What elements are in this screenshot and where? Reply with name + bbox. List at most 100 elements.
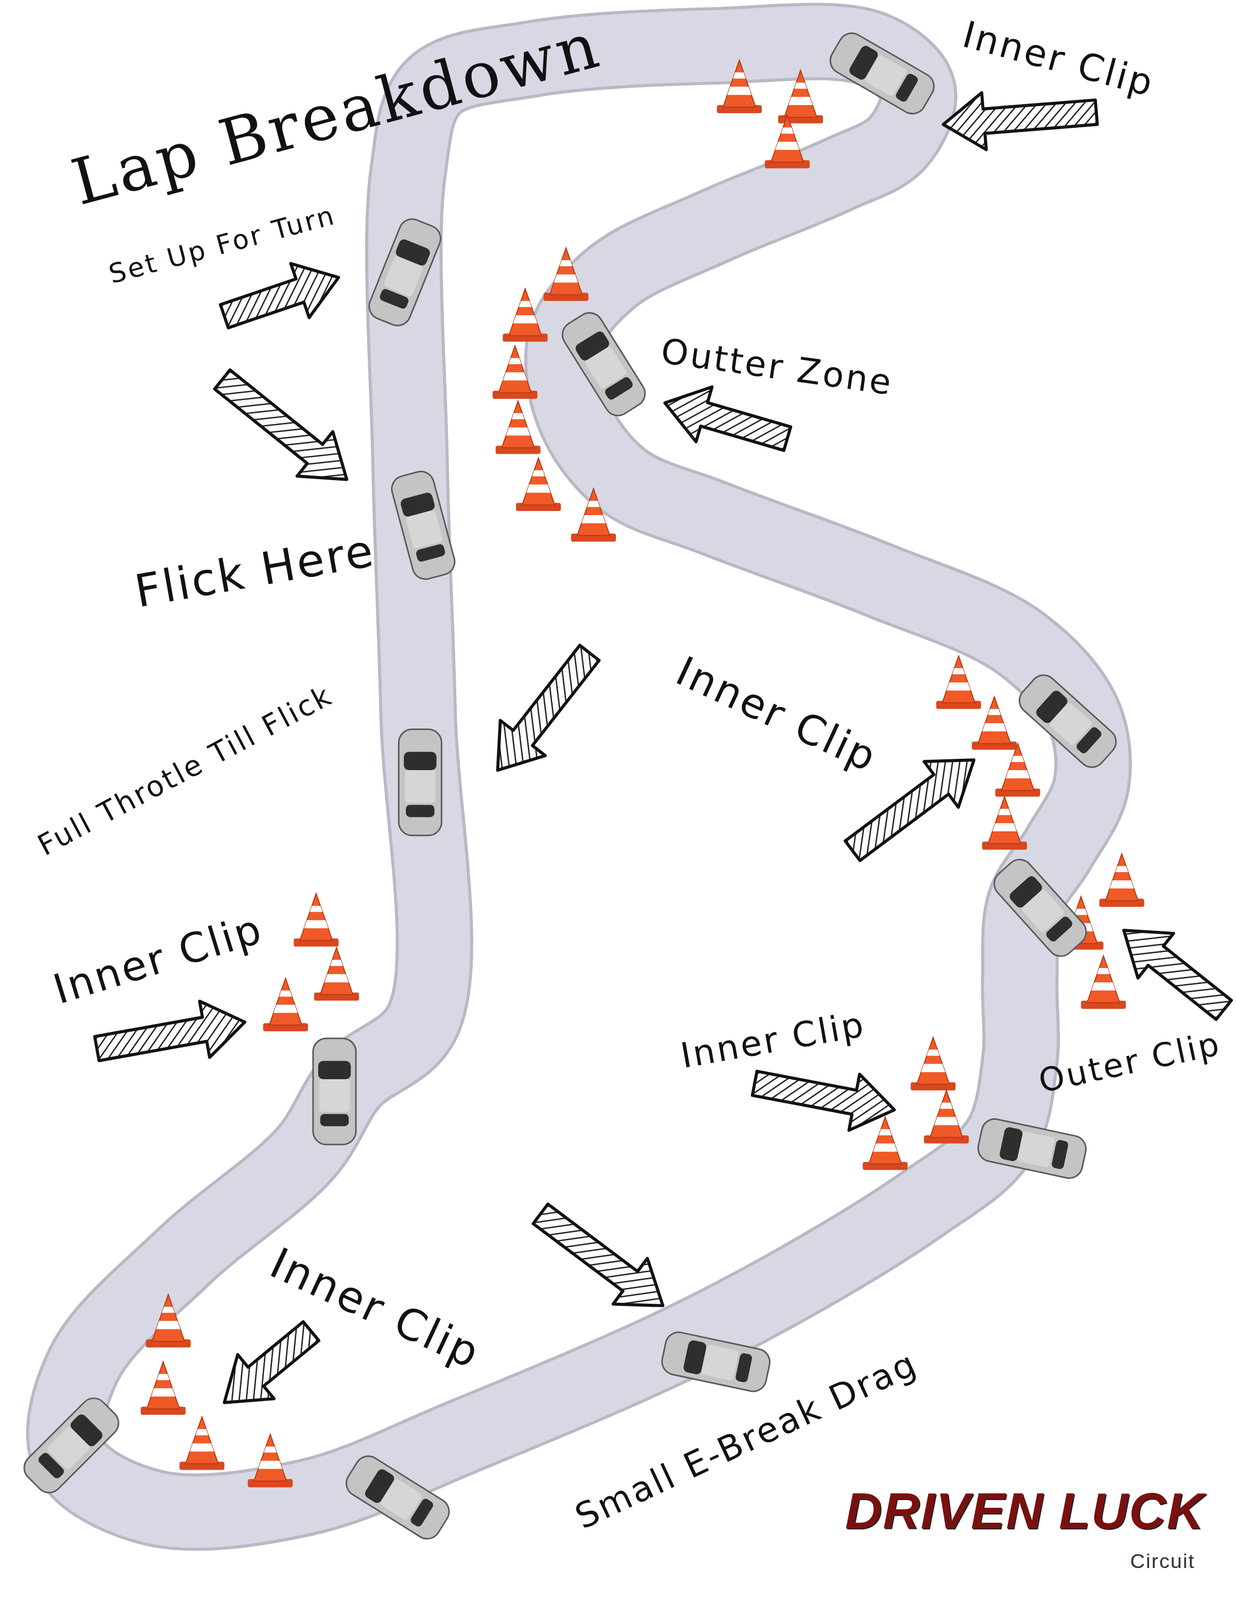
cone-body — [1087, 955, 1120, 1003]
car — [313, 1038, 356, 1145]
cone-stripe — [732, 72, 746, 79]
traffic-cone — [862, 1116, 908, 1170]
cone-stripe — [1109, 880, 1135, 889]
cone-stripe — [273, 1004, 298, 1013]
hatched-arrow — [204, 356, 365, 502]
cone-body — [942, 655, 975, 703]
traffic-cone — [982, 796, 1027, 850]
logo-text: DRIVEN LUCK — [845, 1483, 1205, 1540]
cone-stripe — [195, 1428, 209, 1435]
car-rear-window — [405, 804, 435, 817]
car-rear-window — [603, 375, 635, 402]
cone-stripe — [506, 427, 531, 436]
cone-stripe — [279, 990, 293, 997]
car — [988, 853, 1092, 962]
car-body — [659, 1329, 773, 1394]
cone-stripe — [554, 274, 579, 283]
traffic-cone — [1099, 853, 1145, 907]
cone-stripe — [263, 1446, 277, 1453]
hatched-arrow — [749, 1054, 900, 1138]
car-rear-window — [1044, 914, 1074, 943]
cone-body — [916, 1037, 950, 1085]
track-surface — [64, 41, 1094, 1513]
cone-stripe — [934, 1116, 959, 1125]
cone-body — [770, 115, 804, 163]
traffic-cone — [971, 696, 1017, 750]
car-body — [388, 468, 458, 582]
traffic-cone — [495, 400, 541, 454]
cone-body — [1105, 853, 1139, 901]
car-body — [313, 1038, 356, 1145]
cone-body — [501, 400, 535, 448]
cone-stripe — [190, 1443, 215, 1452]
cone-stripe — [1011, 755, 1025, 762]
cone-body — [185, 1416, 218, 1464]
cone-stripe — [952, 667, 966, 675]
cone-stripe — [1096, 967, 1110, 974]
traffic-cone — [145, 1294, 191, 1348]
cone-stripe — [1091, 982, 1116, 991]
hatched-arrow — [215, 250, 348, 343]
callout-label: Inner Clip — [48, 905, 269, 1012]
car — [1014, 669, 1122, 773]
cone-stripe — [998, 808, 1011, 815]
cone-stripe — [258, 1460, 283, 1469]
car-rear-window — [734, 1352, 753, 1383]
hatched-arrow — [657, 375, 796, 467]
cone-stripe — [727, 86, 752, 95]
traffic-cone — [516, 457, 561, 511]
callout-label: Inner Clip — [677, 1005, 869, 1076]
cone-stripe — [788, 96, 813, 106]
traffic-cone — [492, 345, 538, 399]
cone-stripe — [581, 515, 606, 524]
car-body — [341, 1450, 455, 1544]
cone-stripe — [150, 1387, 176, 1397]
car-roof — [1017, 1130, 1056, 1168]
cone-body — [1001, 743, 1035, 791]
traffic-cone — [923, 1090, 969, 1144]
car — [825, 28, 939, 119]
cone-stripe — [156, 1320, 181, 1329]
car — [341, 1450, 455, 1544]
cone-stripe — [1115, 865, 1129, 872]
cone-stripe — [531, 470, 545, 477]
car-roof — [405, 509, 444, 549]
cone-stripe — [512, 315, 538, 324]
car-roof — [404, 769, 436, 803]
car-rear-window — [36, 1450, 66, 1480]
cone-stripe — [330, 959, 343, 966]
cone-stripe — [872, 1143, 898, 1152]
traffic-cone — [179, 1416, 225, 1470]
cone-body — [930, 1090, 963, 1138]
cone-stripe — [939, 1102, 953, 1109]
hatched-arrow — [91, 993, 250, 1077]
cone-body — [988, 796, 1021, 844]
cone-body — [498, 345, 531, 393]
car — [975, 1116, 1089, 1181]
car-windshield — [403, 751, 437, 770]
traffic-cone — [936, 655, 982, 709]
cone-stripe — [161, 1306, 175, 1313]
car — [388, 468, 458, 582]
hatched-arrow — [475, 634, 613, 788]
cone-body — [977, 696, 1011, 744]
cone-stripe — [587, 500, 600, 507]
cone-stripe — [508, 357, 522, 365]
cone-stripe — [526, 484, 551, 493]
traffic-cone — [263, 977, 308, 1032]
cone-stripe — [559, 260, 573, 267]
traffic-cone — [764, 115, 810, 169]
car-rear-window — [415, 543, 446, 563]
logo-subtitle: Circuit — [1129, 1549, 1195, 1572]
traffic-cone — [910, 1037, 956, 1091]
car-body — [825, 28, 939, 119]
cone-stripe — [780, 127, 794, 134]
cone-body — [269, 977, 302, 1025]
car-roof — [700, 1344, 740, 1381]
traffic-cone — [140, 1361, 186, 1415]
cone-body — [320, 947, 353, 995]
car-body — [975, 1116, 1089, 1181]
callout-label: Inner Clip — [669, 647, 885, 780]
car-roof — [319, 1078, 350, 1112]
